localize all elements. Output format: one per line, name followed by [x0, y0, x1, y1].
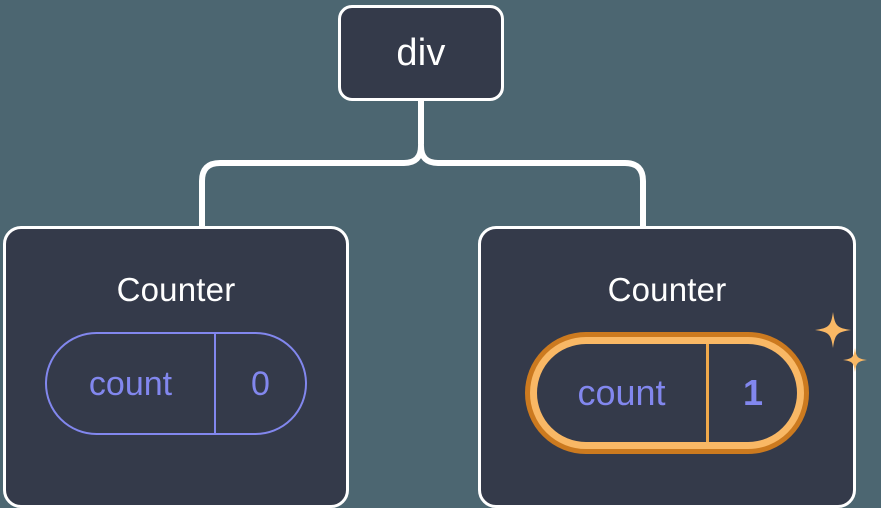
counter-right-title: Counter: [607, 271, 727, 308]
state-pill-count-left[interactable]: count 0: [45, 332, 307, 435]
tree-node-counter-right[interactable]: Counter count 1: [478, 226, 867, 508]
counter-left-state-wrap: count 0: [45, 332, 307, 435]
component-tree-diagram: div Counter count 0 Counter count 1: [3, 5, 867, 508]
connector-right-branch: [418, 143, 646, 229]
sparkles-group: [815, 312, 867, 372]
state-key-label: count: [537, 344, 709, 442]
root-node-label: div: [396, 32, 446, 74]
state-value-label: 0: [251, 364, 270, 403]
tree-node-counter-left[interactable]: Counter count 0: [3, 226, 349, 508]
counter-left-title: Counter: [116, 271, 236, 308]
counter-right-state-wrap: count 1: [525, 312, 867, 454]
tree-node-root[interactable]: div: [338, 5, 504, 101]
sparkle-icon: [815, 312, 851, 348]
state-value-label: 1: [742, 372, 764, 413]
state-pill-count-right-highlighted[interactable]: count 1: [525, 332, 809, 454]
sparkle-icon: [843, 348, 867, 372]
state-pill-inner: count 1: [537, 344, 797, 442]
connector-left-branch: [199, 143, 424, 229]
state-key-label: count: [47, 334, 216, 433]
